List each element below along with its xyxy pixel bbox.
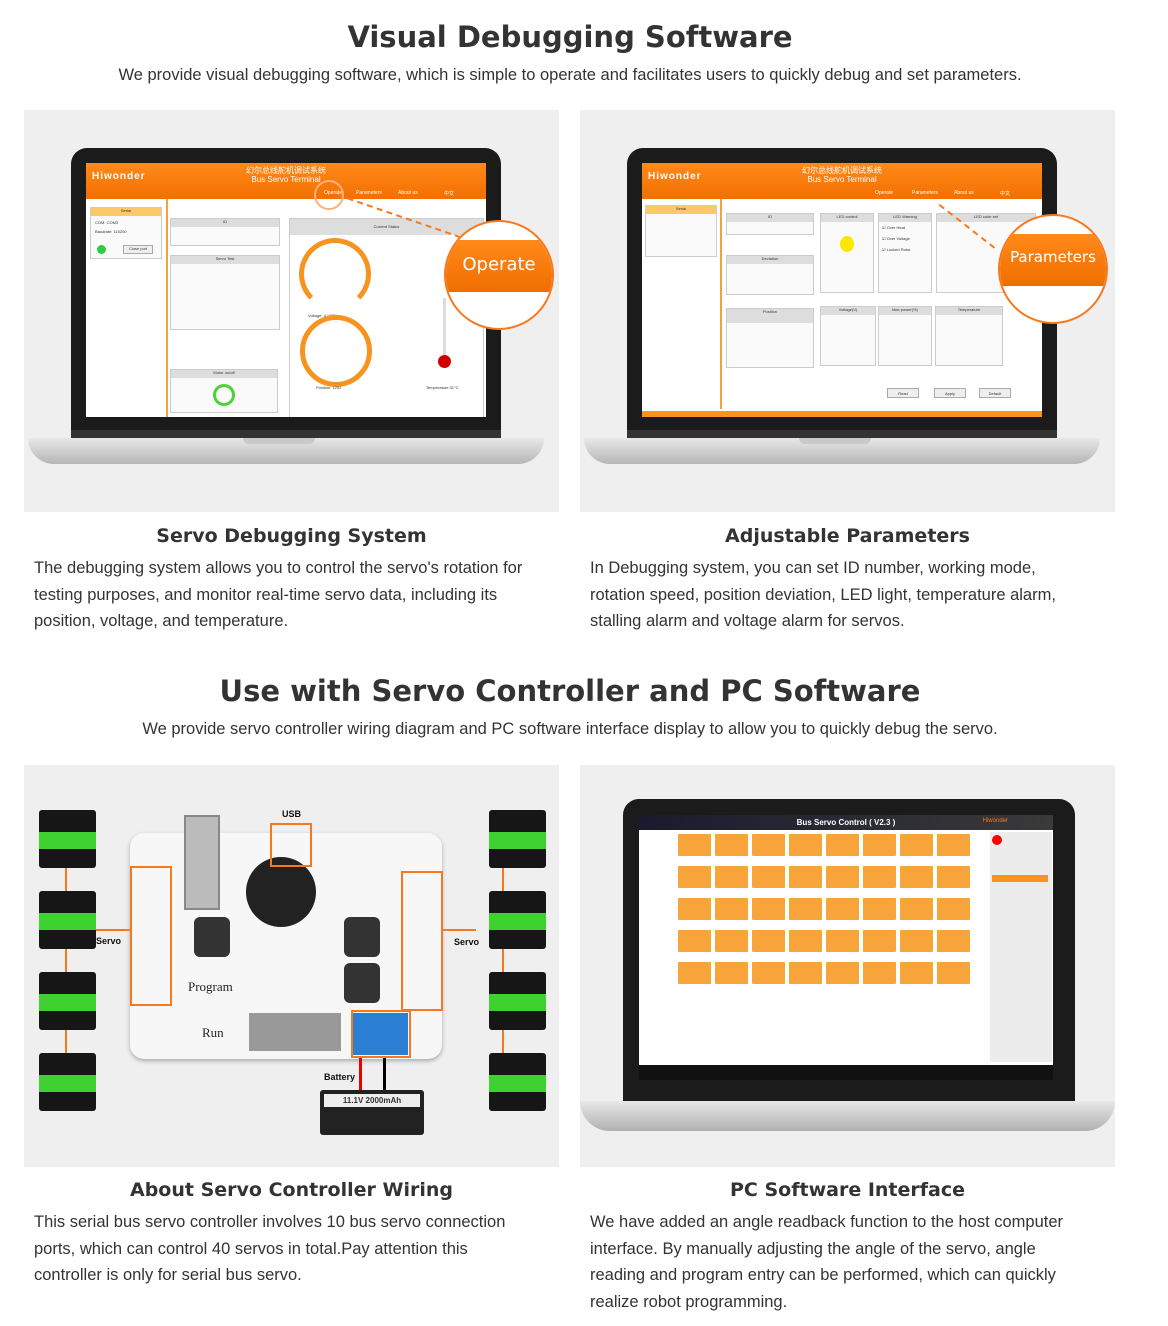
servo-tile [937, 930, 970, 952]
brand-logo: Hiwonder [92, 171, 146, 182]
card-heading: Servo Debugging System [156, 525, 427, 547]
servo-tile [937, 834, 970, 856]
servo-tile [937, 962, 970, 984]
servo-tile [752, 898, 785, 920]
section-subtitle: We provide visual debugging software, wh… [118, 66, 1022, 84]
servo-tile [789, 866, 822, 888]
servo-tile [900, 930, 933, 952]
servo-tile [863, 834, 896, 856]
servo-tile [752, 866, 785, 888]
servo-tile [863, 866, 896, 888]
servo-tile [678, 962, 711, 984]
servo-tile [863, 930, 896, 952]
card-adjustable-parameters: Adjustable Parameters In Debugging syste… [580, 525, 1115, 635]
wiring-diagram: USB Servo Servo Battery Program Run 11.1… [24, 765, 559, 1167]
section-subtitle: We provide servo controller wiring diagr… [142, 720, 998, 738]
servo-tile [789, 834, 822, 856]
servo-tile [937, 898, 970, 920]
servo-tile [863, 962, 896, 984]
servo-tile [789, 930, 822, 952]
pc-software-screenshot: Bus Servo Control ( V2.3 ) Hiwonder [580, 765, 1115, 1167]
servo-tile [863, 898, 896, 920]
card-heading: Adjustable Parameters [725, 525, 970, 547]
operate-magnifier: Operate [444, 220, 554, 330]
servo-tile [826, 834, 859, 856]
card-controller-wiring: About Servo Controller Wiring This seria… [24, 1179, 559, 1289]
servo-tile [900, 834, 933, 856]
servo-tile [900, 962, 933, 984]
servo-tile [826, 898, 859, 920]
servo-tile [715, 930, 748, 952]
servo-tile [715, 962, 748, 984]
card-pc-software: PC Software Interface We have added an a… [580, 1179, 1115, 1316]
servo-tile [678, 930, 711, 952]
servo-tile [752, 834, 785, 856]
servo-tile [900, 866, 933, 888]
servo-tile [752, 962, 785, 984]
section-title: Use with Servo Controller and PC Softwar… [219, 674, 921, 708]
servo-tile [678, 898, 711, 920]
servo-tile [789, 898, 822, 920]
servo-tile [715, 834, 748, 856]
servo-tile [826, 962, 859, 984]
servo-tile [937, 866, 970, 888]
card-heading: About Servo Controller Wiring [130, 1179, 453, 1201]
servo-tile [678, 834, 711, 856]
servo-tile [752, 930, 785, 952]
parameters-magnifier: Parameters [998, 214, 1108, 324]
servo-tile [826, 866, 859, 888]
card-heading: PC Software Interface [730, 1179, 965, 1201]
servo-tile [789, 962, 822, 984]
servo-tile [826, 930, 859, 952]
servo-tile [678, 866, 711, 888]
servo-tile [715, 898, 748, 920]
card-servo-debugging: Servo Debugging System The debugging sys… [24, 525, 559, 635]
servo-tile [900, 898, 933, 920]
servo-tile [715, 866, 748, 888]
section-title: Visual Debugging Software [347, 20, 793, 54]
